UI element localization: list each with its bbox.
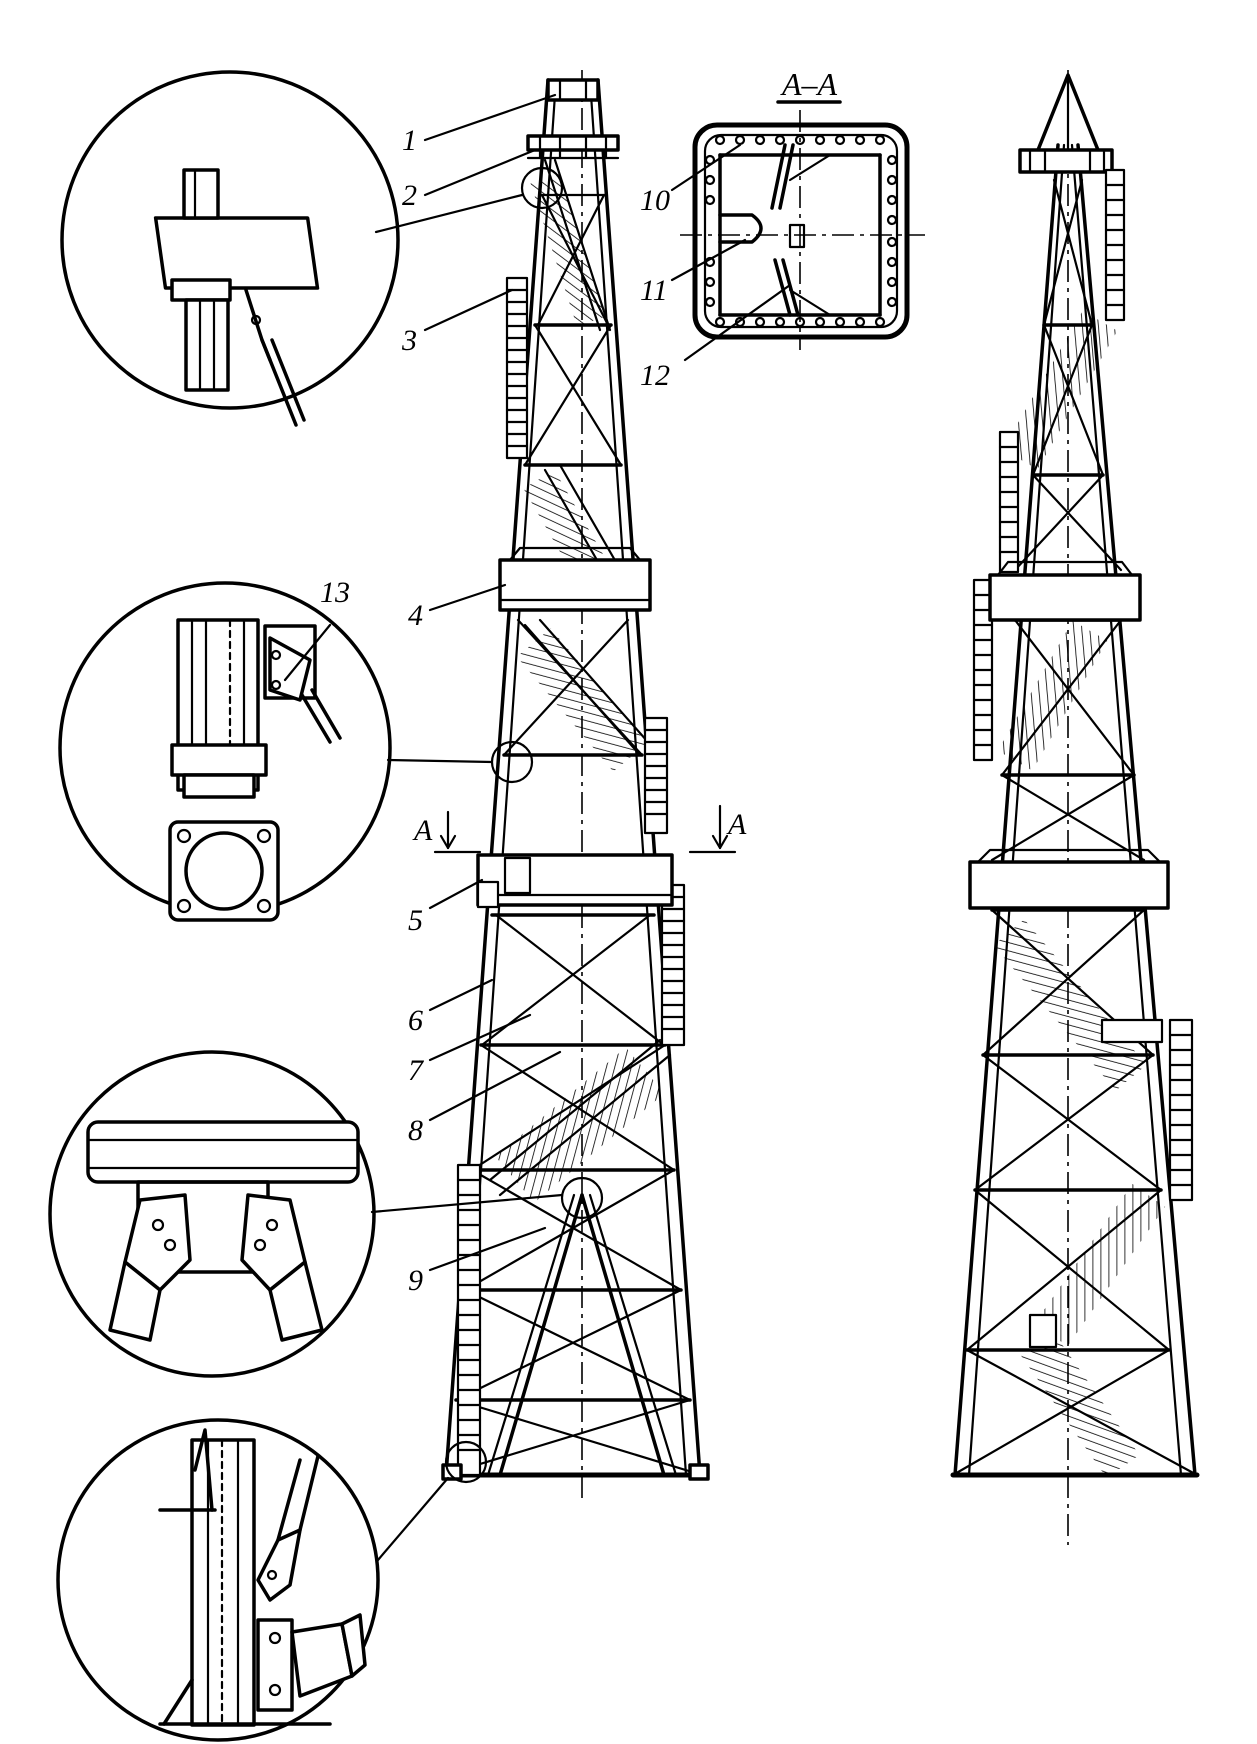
section-title: A–A: [780, 66, 838, 102]
detail-node-base: [444, 1440, 488, 1484]
section-a-a: A–A: [412, 66, 925, 854]
callout-numbers: 1 2 3 4 5 6 7 8 9 10 11 12 13: [320, 124, 670, 1297]
crown-block: [546, 78, 600, 102]
section-marker-right-label: A: [726, 808, 747, 841]
callout-6: 6: [408, 1004, 423, 1037]
side-derrick-view: [950, 70, 1200, 1545]
main-derrick-stairs: [488, 158, 672, 1203]
callout-leaders: [283, 93, 792, 1272]
callout-4: 4: [408, 599, 423, 632]
detail-leg-shoe: [56, 1418, 450, 1742]
section-marker-left-label: A: [412, 814, 433, 847]
detail-node-lower: [560, 1176, 604, 1220]
side-working-platform-lower: [968, 848, 1170, 910]
section-internal-members: [718, 143, 882, 317]
callout-1: 1: [402, 124, 417, 157]
working-platform-lower: [476, 853, 674, 909]
side-derrick-stairs: [993, 310, 1166, 1478]
side-crown-platform: [1018, 148, 1114, 174]
callout-13: 13: [320, 576, 350, 609]
section-bolt-holes: [704, 134, 898, 328]
section-frame: [692, 122, 910, 340]
side-working-platform-upper: [988, 560, 1142, 622]
side-derrick-legs: [953, 143, 1197, 1477]
side-derrick-box: [1028, 1313, 1058, 1349]
main-derrick-view: [441, 70, 710, 1500]
crown-platform: [526, 134, 620, 160]
side-derrick-ladders: [972, 168, 1194, 1202]
callout-2: 2: [402, 179, 417, 212]
detail-crown-bearing: [60, 70, 524, 427]
callout-11: 11: [640, 274, 668, 307]
callout-9: 9: [408, 1264, 423, 1297]
callout-3: 3: [401, 324, 417, 357]
detail-leg-joint: [58, 581, 494, 922]
callout-12: 12: [640, 359, 670, 392]
detail-girt-connection: [48, 1050, 564, 1378]
derrick-shoe-right: [688, 1463, 710, 1481]
callout-8: 8: [408, 1114, 423, 1147]
working-platform-upper: [498, 546, 652, 612]
callout-7: 7: [408, 1054, 425, 1087]
detail-node-top: [520, 166, 564, 210]
callout-10: 10: [640, 184, 670, 217]
callout-5: 5: [408, 904, 423, 937]
